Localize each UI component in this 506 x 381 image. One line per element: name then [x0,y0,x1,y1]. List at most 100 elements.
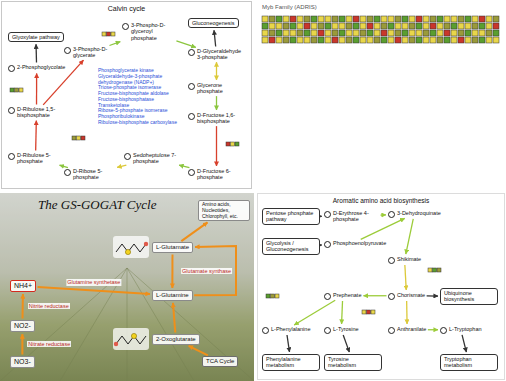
node-label: L-Glutamate [156,244,189,251]
reaction-arrow [214,30,216,46]
panel: The GS-GOGAT CycleAmino acids, Nucleotid… [2,194,252,380]
expression-square [81,136,85,140]
expression-square [318,23,324,29]
expression-square [318,37,324,43]
expression-square [15,88,19,92]
expression-square [395,37,401,43]
molecule-label: NH4+ [10,280,36,292]
expression-square [311,30,317,36]
field-photo [0,193,254,381]
reaction-arrow [117,165,126,167]
expression-square [458,30,464,36]
expression-square [374,23,380,29]
reaction-arrow [405,265,406,290]
expression-square [430,16,436,22]
reaction-arrow [216,62,217,80]
reaction-arrow [181,222,207,241]
node-label: 3-Phospho-D-glycerate [73,46,117,59]
expression-square [325,16,331,22]
reaction-arrow [35,121,37,151]
node-label: Glycolysis / Gluconeogenesis [266,240,316,253]
compound-node: Chorismate [388,292,425,300]
reaction-arrow [60,165,68,167]
expression-square [479,23,485,29]
atom-highlight [125,249,130,254]
expression-square [381,23,387,29]
node-label: Gluconeogenesis [192,20,235,26]
expression-square [451,37,457,43]
expression-square [360,37,366,43]
compound-circle [324,241,331,248]
molecule-sketch [113,328,149,350]
compound-circle [8,65,15,72]
label-group: Myb Family (ADRIS) [262,4,462,11]
expression-square [72,136,76,140]
expression-square [458,23,464,29]
expression-square [269,23,275,29]
expression-square [493,30,499,36]
expression-square [362,310,366,314]
reaction-arrow [173,303,175,333]
expression-square [458,16,464,22]
expression-square [226,142,230,146]
expression-square [297,37,303,43]
expression-square [444,23,450,29]
reaction-arrow [321,216,323,217]
reaction-arrow [427,295,438,296]
expression-square [297,30,303,36]
reaction-arrow [380,214,386,216]
node-label: Shikimate [397,256,421,262]
expression-square [444,37,450,43]
compound-circle [188,113,195,120]
compound-node: 3-Phospho-D-glyceroyl phosphate [122,22,175,41]
compound-node: D-Fructose 6-phosphate [188,168,245,181]
compound-circle [388,257,395,264]
expression-square [416,16,422,22]
expression-square [276,23,282,29]
expression-square [311,16,317,22]
pathway-box: Ubiquinone biosynthesis [440,288,498,305]
expression-square [402,16,408,22]
label-group: Phosphoglycerate kinaseGlyceraldehyde-3-… [98,68,184,126]
compound-node: L-Tryptophan [440,326,482,334]
node-label: D-Fructose 1,6-bisphosphate [197,112,245,125]
node-label: D-Fructose 6-phosphate [197,168,245,181]
expression-square [437,23,443,29]
reaction-arrow [361,218,405,239]
carbon-chain [116,244,146,252]
node-label: Phenylalanine metabolism [266,356,316,369]
expression-square [102,32,106,36]
expression-square [304,37,310,43]
node-label: Amino acids, Nucleotides, Chlorophyll, e… [202,202,246,219]
expression-square [325,23,331,29]
molecule-label: NO3- [10,356,35,368]
reaction-arrow [294,300,335,325]
expression-square [486,30,492,36]
expression-square [472,37,478,43]
atom-dot [114,342,118,346]
panel-frame [2,2,252,189]
node-label: D-Glyceraldehyde 3-phosphate [197,48,245,61]
molecule-card [113,236,149,258]
expression-square [388,23,394,29]
expression-square [290,23,296,29]
expression-square [332,16,338,22]
expression-square [339,16,345,22]
panel-title: Myb Family (ADRIS) [262,4,462,11]
node-label: L-Phenylalanine [271,326,310,332]
expression-square [486,23,492,29]
expression-square [304,16,310,22]
expression-square [276,37,282,43]
molecule-card [113,328,149,350]
node-label: Ubiquinone biosynthesis [444,290,494,303]
expression-square [444,30,450,36]
compound-node: Prephenate [324,292,361,300]
compound-circle [8,107,15,114]
expression-square [433,268,437,272]
expression-square [416,23,422,29]
expression-square [269,37,275,43]
reaction-arrow [21,334,23,354]
expression-square [486,37,492,43]
expression-square [353,23,359,29]
expression-square [388,37,394,43]
